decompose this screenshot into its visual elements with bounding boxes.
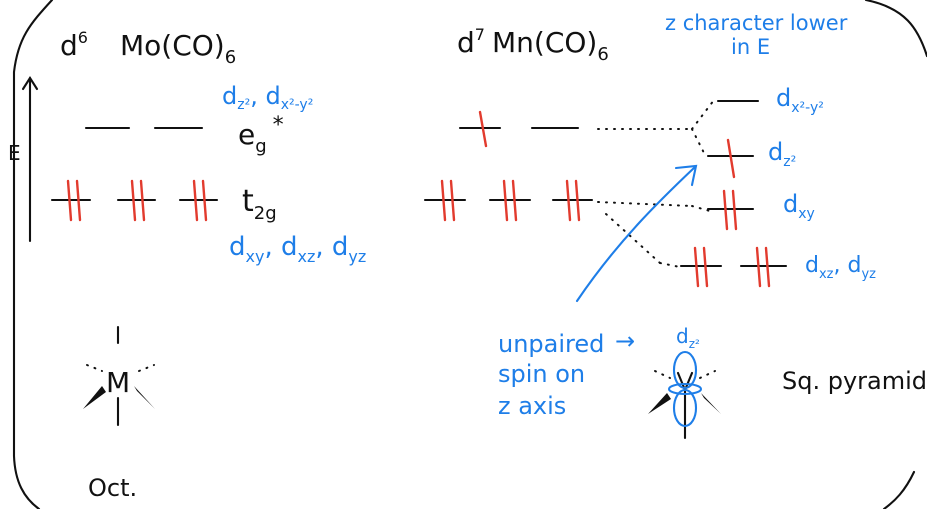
right-dashed-bond-right <box>699 370 716 379</box>
dz2-torus <box>667 382 703 396</box>
unpaired-spin-arrow <box>575 164 698 303</box>
left-t2g-orbitals-label: dxy, dxz, dyz <box>229 232 366 266</box>
frame <box>12 0 927 509</box>
unpaired-note-arrow: → <box>615 327 635 355</box>
left-dashed-bond-right <box>138 364 155 372</box>
left-t2g-label: t2g <box>242 184 277 224</box>
left-octahedral-sketch <box>83 325 155 427</box>
energy-axis-arrowhead <box>21 76 39 91</box>
energy-axis <box>21 76 39 243</box>
z-character-note-line-1: z character lower <box>665 11 848 35</box>
right-config: d7 <box>457 25 485 59</box>
right-t2g-pair-3 <box>565 179 581 222</box>
unpaired-note-line-2: spin on <box>498 360 585 388</box>
dxy-label: dxy <box>783 190 815 222</box>
left-formula: Mo(CO)6 <box>120 29 236 68</box>
right-wedge-right <box>701 393 721 414</box>
right-t2g-pair-2 <box>502 179 518 222</box>
square-pyramidal-levels <box>679 99 788 288</box>
blue-arrow-line <box>575 165 697 303</box>
octahedral-label: Oct. <box>88 474 137 502</box>
left-wedge-left <box>83 386 106 409</box>
left-t2g-pair-1 <box>66 179 82 222</box>
right-eg-levels <box>458 110 580 148</box>
right-eg-single-electron <box>478 110 488 148</box>
dz2-orbital-label: dz² <box>676 324 700 351</box>
left-t2g-level <box>50 179 219 222</box>
unpaired-note-line-1: unpaired <box>498 330 604 358</box>
dxz-pair <box>693 246 709 288</box>
dotted-dxz-dyz-end <box>659 262 681 268</box>
unpaired-note-line-3: z axis <box>498 392 566 420</box>
frame-bottom-right-curve <box>882 470 916 509</box>
dotted-to-dxy <box>691 205 711 212</box>
dxz-dyz-label: dxz, dyz <box>805 253 876 282</box>
left-eg-orbitals-label: dz², dx²-y² <box>222 82 313 113</box>
left-metal-label: M <box>106 366 130 399</box>
frame-top-right-curve <box>864 0 927 58</box>
left-eg-label: eg* <box>238 113 284 157</box>
dz2-upper-lobe <box>672 350 698 390</box>
right-square-pyramidal-sketch <box>648 350 721 440</box>
left-dashed-bond-left <box>86 364 103 372</box>
dotted-t2g-horizontal <box>597 201 693 207</box>
dotted-to-dxz-dyz <box>605 213 661 264</box>
left-config: d6 <box>60 28 88 62</box>
right-t2g-levels <box>423 179 594 222</box>
frame-left-curve <box>12 0 54 509</box>
square-pyramidal-label: Sq. pyramidal <box>782 367 927 395</box>
left-wedge-right <box>134 386 155 409</box>
dz2-lower-lobe <box>672 388 698 428</box>
dyz-pair <box>755 246 771 288</box>
dotted-to-dz2 <box>691 128 706 156</box>
dz2-label: dz² <box>768 138 796 170</box>
blue-arrowhead <box>674 164 698 187</box>
dotted-to-dx2y2 <box>691 99 715 130</box>
dx2y2-label: dx²-y² <box>776 84 824 116</box>
z-character-note-line-2: in E <box>731 35 770 59</box>
energy-label: E <box>8 141 21 165</box>
dz2-single-electron <box>726 138 736 179</box>
right-dashed-bond-left <box>654 370 671 379</box>
right-wedge-left <box>648 393 671 414</box>
right-formula: Mn(CO)6 <box>492 26 609 65</box>
dxy-pair <box>722 189 738 231</box>
right-t2g-pair-1 <box>440 179 456 222</box>
left-t2g-pair-2 <box>130 179 146 222</box>
left-t2g-pair-3 <box>192 179 208 222</box>
correlation-lines <box>597 99 715 268</box>
